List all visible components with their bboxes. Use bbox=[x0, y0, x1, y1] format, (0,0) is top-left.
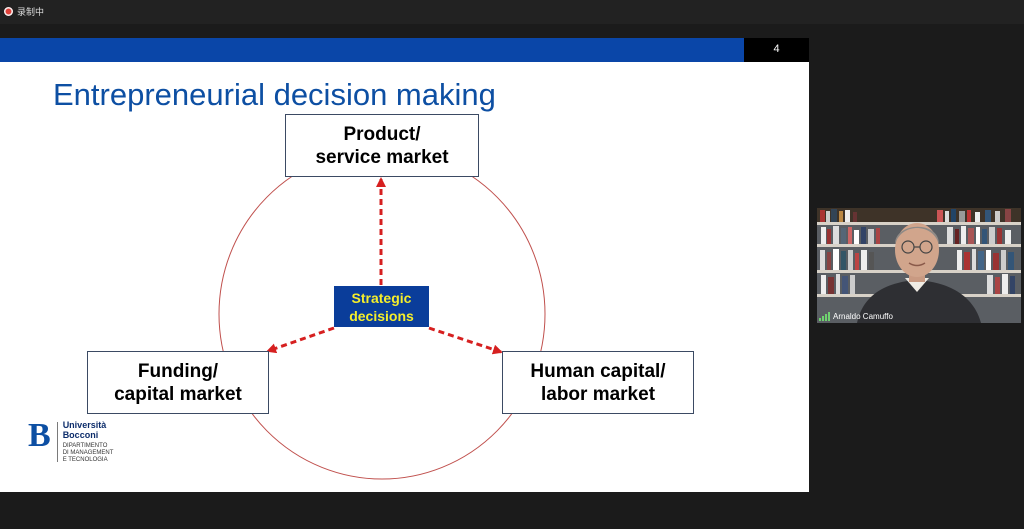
recording-indicator[interactable]: 录制中 bbox=[4, 5, 44, 18]
logo-department: DIPARTIMENTO DI MANAGEMENT E TECNOLOGIA bbox=[63, 443, 114, 464]
funding-market-line2: capital market bbox=[114, 383, 242, 405]
logo-text: Università Bocconi DIPARTIMENTO DI MANAG… bbox=[63, 420, 114, 464]
labor-market-line2: labor market bbox=[540, 383, 656, 405]
presentation-slide: 4 Entrepreneurial decision making Produc… bbox=[0, 38, 809, 492]
participant-name: Arnaldo Camuffo bbox=[833, 312, 893, 321]
product-market-line2: service market bbox=[315, 146, 449, 168]
participant-video-feed bbox=[817, 208, 1021, 323]
human-capital-labor-market-box: Human capital/ labor market bbox=[502, 351, 694, 414]
logo-bocconi: Bocconi bbox=[62, 430, 99, 440]
record-icon bbox=[4, 7, 13, 16]
slide-number-box bbox=[744, 38, 809, 62]
logo-divider bbox=[56, 422, 58, 462]
funding-capital-market-box: Funding/ capital market bbox=[87, 351, 269, 414]
logo-dept-line3: E TECNOLOGIA bbox=[62, 457, 108, 463]
logo-dept-line2: DI MANAGEMENT bbox=[62, 450, 114, 456]
decision-diagram bbox=[218, 148, 546, 480]
logo-mark: B bbox=[28, 417, 51, 454]
window-top-bar: 录制中 bbox=[0, 0, 1024, 24]
funding-market-line1: Funding/ bbox=[137, 360, 219, 382]
logo-dept-line1: DIPARTIMENTO bbox=[62, 443, 108, 449]
recording-label: 录制中 bbox=[17, 7, 45, 17]
signal-strength-icon bbox=[819, 312, 830, 321]
labor-market-line1: Human capital/ bbox=[530, 360, 666, 382]
bocconi-logo: B Università Bocconi DIPARTIMENTO DI MAN… bbox=[28, 417, 114, 464]
product-market-line1: Product/ bbox=[343, 123, 421, 145]
participant-video-tile[interactable]: Arnaldo Camuffo bbox=[817, 208, 1021, 323]
strategic-line1: Strategic bbox=[351, 289, 412, 306]
logo-university: Università bbox=[62, 420, 107, 430]
arrow-to-labor-market bbox=[428, 326, 503, 355]
participant-name-label: Arnaldo Camuffo bbox=[819, 312, 893, 321]
slide-title: Entrepreneurial decision making bbox=[53, 77, 496, 112]
slide-header-band bbox=[0, 38, 744, 62]
strategic-line2: decisions bbox=[349, 307, 414, 324]
strategic-decisions-box: Strategic decisions bbox=[334, 286, 429, 327]
arrow-to-funding-market bbox=[266, 326, 335, 354]
slide-number: 4 bbox=[773, 43, 780, 55]
product-service-market-box: Product/ service market bbox=[285, 114, 479, 177]
